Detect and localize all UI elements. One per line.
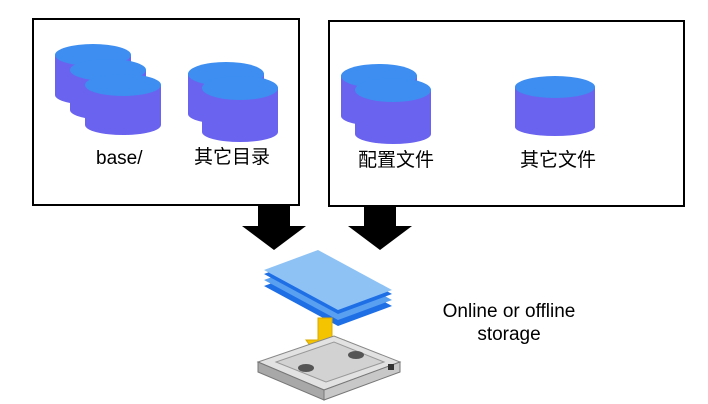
db-label: base/ <box>96 148 143 169</box>
database-icon <box>55 44 161 135</box>
down-arrow-icon <box>348 206 412 250</box>
db-label: 其它目录 <box>194 146 271 168</box>
storage-label-line1: Online or offline <box>442 301 576 322</box>
sheets-icon <box>264 250 392 326</box>
down-arrow-icon <box>242 206 306 250</box>
storage-device-icon <box>256 335 402 401</box>
storage-label: Online or offline storage <box>420 300 598 346</box>
db-label: 其它文件 <box>520 149 597 171</box>
database-icon <box>515 76 595 136</box>
storage-label-line2: storage <box>477 324 541 345</box>
db-label: 配置文件 <box>358 149 435 171</box>
